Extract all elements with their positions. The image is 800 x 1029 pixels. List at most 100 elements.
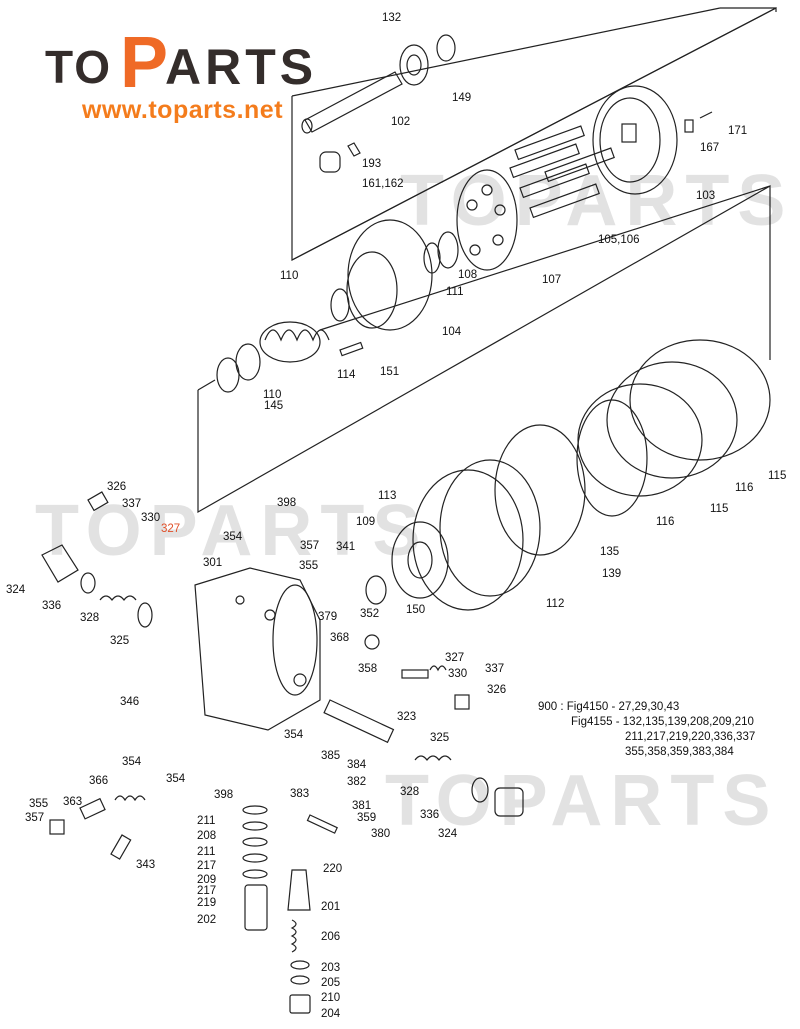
part-label: 108 xyxy=(458,269,478,281)
part-label: 337 xyxy=(122,498,142,510)
part-label: 219 xyxy=(197,897,217,909)
part-label: 358 xyxy=(358,663,378,675)
part-label: 151 xyxy=(380,366,400,378)
part-label: 112 xyxy=(546,598,565,610)
part-label: 220 xyxy=(323,863,343,875)
part-label: 217 xyxy=(197,885,217,897)
part-label: 354 xyxy=(223,531,243,543)
part-label: 206 xyxy=(321,931,341,943)
part-label: 336 xyxy=(42,600,62,612)
part-label: 110 xyxy=(263,389,282,401)
part-label: 326 xyxy=(107,481,127,493)
note-line: Fig4155 - 132,135,139,208,209,210 xyxy=(571,716,754,728)
part-label: 336 xyxy=(420,809,440,821)
part-label: 110 xyxy=(280,270,299,282)
part-label: 324 xyxy=(6,584,26,596)
part-label: 341 xyxy=(336,541,356,553)
part-label: 355 xyxy=(29,798,49,810)
logo-to: TO xyxy=(45,41,113,93)
part-label: 116 xyxy=(735,482,754,494)
part-label: 357 xyxy=(300,540,320,552)
part-label: 111 xyxy=(446,286,464,298)
part-label: 210 xyxy=(321,992,341,1004)
part-label: 193 xyxy=(362,158,382,170)
part-label: 324 xyxy=(438,828,458,840)
part-label: 355 xyxy=(299,560,319,572)
part-label: 201 xyxy=(321,901,341,913)
figure-reference-note: 900 : Fig4150 - 27,29,30,43 Fig4155 - 13… xyxy=(538,700,755,760)
part-label: 132 xyxy=(382,12,402,24)
part-label: 109 xyxy=(356,516,376,528)
part-label: 343 xyxy=(136,859,156,871)
part-label: 114 xyxy=(337,369,356,381)
part-label: 105,106 xyxy=(598,234,640,246)
note-line: 900 : Fig4150 - 27,29,30,43 xyxy=(538,701,680,713)
frame-line xyxy=(197,184,771,514)
part-label: 204 xyxy=(321,1008,341,1020)
part-label: 379 xyxy=(318,611,338,623)
part-label: 357 xyxy=(25,812,45,824)
part-label: 381 xyxy=(352,800,372,812)
part-label: 107 xyxy=(542,274,562,286)
part-label: 116 xyxy=(656,516,675,528)
pistons-105-106 xyxy=(509,125,615,219)
part-label: 354 xyxy=(122,756,142,768)
part-label: 383 xyxy=(290,788,310,800)
part-label: 323 xyxy=(397,711,417,723)
part-label: 211 xyxy=(197,815,216,827)
part-label: 346 xyxy=(120,696,140,708)
part-label: 104 xyxy=(442,326,462,338)
part-label: 202 xyxy=(197,914,217,926)
part-label: 328 xyxy=(80,612,100,624)
part-label: 113 xyxy=(378,490,397,502)
part-label: 352 xyxy=(360,608,380,620)
part-label: 380 xyxy=(371,828,391,840)
part-label: 102 xyxy=(391,116,411,128)
part-label: 385 xyxy=(321,750,341,762)
part-label: 149 xyxy=(452,92,472,104)
part-label: 337 xyxy=(485,663,505,675)
part-label: 167 xyxy=(700,142,720,154)
part-label: 328 xyxy=(400,786,420,798)
watermark: TOPARTS xyxy=(400,161,794,241)
part-label: 363 xyxy=(63,796,83,808)
part-label: 398 xyxy=(214,789,234,801)
part-label: 325 xyxy=(430,732,450,744)
part-label: 354 xyxy=(166,773,186,785)
website-url[interactable]: www.toparts.net xyxy=(82,96,284,124)
logo-p: P xyxy=(120,23,169,103)
note-line: 355,358,359,383,384 xyxy=(625,746,734,758)
part-label: 203 xyxy=(321,962,341,974)
part-label: 368 xyxy=(330,632,350,644)
note-line: 211,217,219,220,336,337 xyxy=(625,731,756,743)
part-label: 135 xyxy=(600,546,620,558)
part-label: 171 xyxy=(728,125,748,137)
part-label: 208 xyxy=(197,830,217,842)
part-label: 326 xyxy=(487,684,507,696)
part-label: 145 xyxy=(264,400,284,412)
logo-arts: ARTS xyxy=(165,39,318,95)
part-label: 327 xyxy=(445,652,465,664)
part-label: 301 xyxy=(203,557,223,569)
part-label: 205 xyxy=(321,977,341,989)
o-ring-139 xyxy=(494,424,586,556)
watermark: TOPARTS xyxy=(385,761,779,841)
valve-block xyxy=(194,567,321,731)
part-label: 115 xyxy=(710,503,729,515)
part-label: 398 xyxy=(277,497,297,509)
part-label-highlighted: 327 xyxy=(161,523,181,535)
part-label: 209 xyxy=(197,874,217,886)
part-label: 211 xyxy=(197,846,216,858)
part-label: 103 xyxy=(696,190,716,202)
part-label: 366 xyxy=(89,775,109,787)
part-label: 384 xyxy=(347,759,367,771)
part-label: 150 xyxy=(406,604,426,616)
part-label: 382 xyxy=(347,776,367,788)
part-label: 330 xyxy=(448,668,468,680)
part-label: 325 xyxy=(110,635,130,647)
part-label: 161,162 xyxy=(362,178,404,190)
part-label: 354 xyxy=(284,729,304,741)
part-label: 359 xyxy=(357,812,377,824)
part-label: 115 xyxy=(768,470,787,482)
